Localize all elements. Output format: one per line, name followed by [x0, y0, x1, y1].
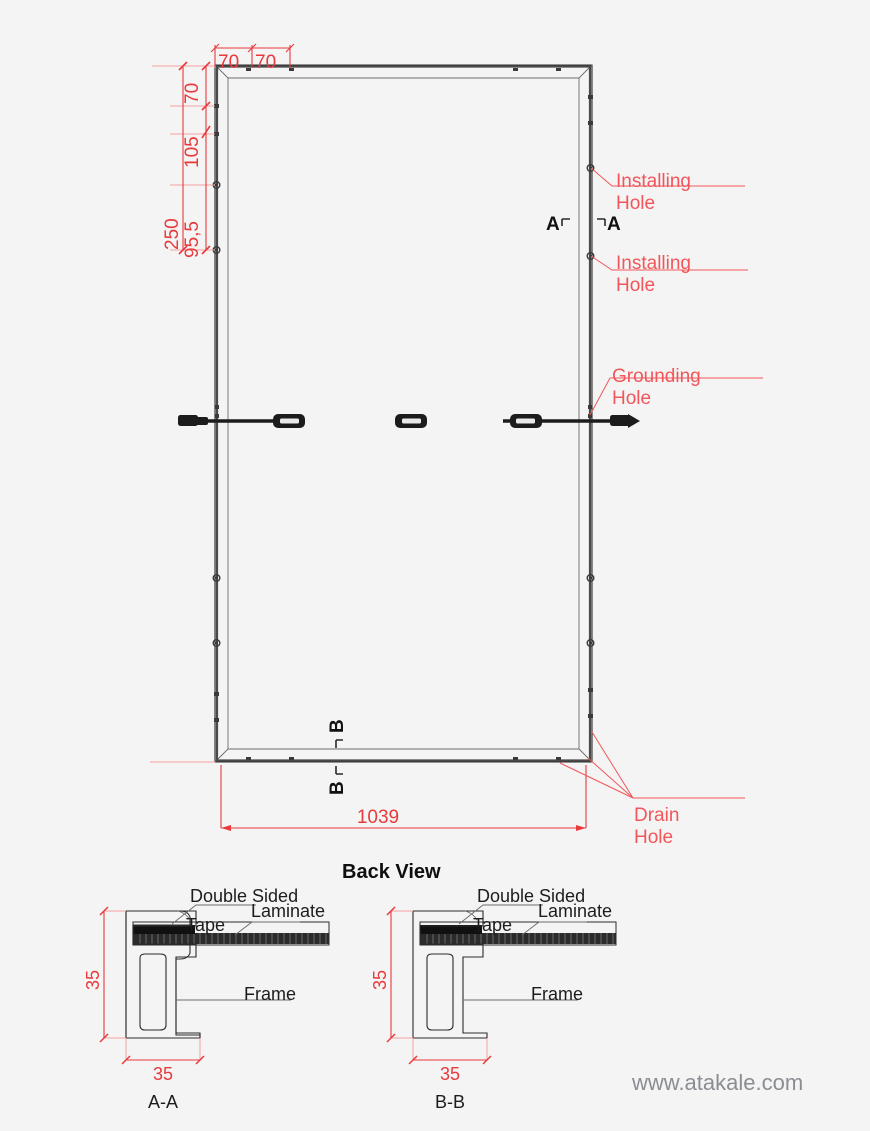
label-frame-bb: Frame [531, 984, 583, 1004]
callout-grounding-hole-line1: Grounding [612, 366, 701, 387]
left-dimension-chain: 70 105 95,5 250 [152, 61, 215, 258]
callout-drain-hole: Drain Hole [559, 731, 745, 848]
dim-width-aa-label: 35 [153, 1064, 173, 1084]
connector-right [610, 414, 640, 428]
section-mark-b-bottom: B [327, 766, 348, 795]
bottom-dimension: 1039 [150, 761, 587, 831]
back-view-title: Back View [342, 861, 441, 883]
grounding-hole [588, 405, 592, 409]
left-grounding-marks [215, 405, 219, 418]
double-sided-tape-bb [420, 925, 482, 934]
section-aa: Double Sided Tape Laminate Frame 35 35 [83, 886, 330, 1112]
frame-profile-aa-outer [125, 910, 201, 1039]
connector-left-inner [273, 414, 305, 428]
watermark-url: www.atakale.com [631, 1070, 803, 1095]
leader-laminate-bb [521, 921, 587, 936]
bottom-dim-1039-label: 1039 [357, 807, 399, 828]
callout-installing-hole-upper-line2: Hole [616, 193, 655, 214]
callout-installing-hole-lower-line1: Installing [616, 253, 691, 274]
back-view-panel: A A B B [178, 64, 640, 795]
top-dim-1-label: 70 [218, 52, 239, 73]
left-dim-70-label: 70 [182, 83, 203, 104]
section-bb-name: B-B [435, 1092, 465, 1112]
label-frame-aa: Frame [244, 984, 296, 1004]
double-sided-tape-aa [133, 925, 195, 934]
right-rail-holes [586, 95, 595, 718]
section-mark-a-left: A [546, 214, 570, 235]
section-bb: Double Sided Tape Laminate Frame 35 35 B… [370, 886, 617, 1112]
dim-width-aa: 35 [121, 1038, 205, 1084]
junction-box-cable-assembly [178, 414, 640, 428]
label-laminate-bb: Laminate [538, 901, 612, 921]
label-tape-line1-aa: Double Sided [190, 886, 298, 906]
label-tape-line2-aa: Tape [186, 915, 225, 935]
callout-grounding-hole: Grounding Hole [589, 366, 763, 416]
label-tape-line1-bb: Double Sided [477, 886, 585, 906]
leader-laminate-aa [234, 921, 300, 936]
dim-height-bb: 35 [370, 906, 413, 1043]
connector-left [178, 415, 208, 426]
leader-tape-bb [458, 904, 543, 925]
section-mark-a-right: A [597, 214, 621, 235]
label-laminate-aa: Laminate [251, 901, 325, 921]
callout-installing-hole-upper: Installing Hole [590, 167, 745, 214]
dim-height-aa-label: 35 [83, 970, 103, 990]
bottom-edge-holes [246, 757, 561, 760]
section-mark-b-top-label: B [327, 719, 348, 733]
callout-grounding-hole-line2: Hole [612, 388, 651, 409]
dim-height-bb-label: 35 [370, 970, 390, 990]
callout-installing-hole-upper-line1: Installing [616, 171, 691, 192]
label-tape-line2-bb: Tape [473, 915, 512, 935]
dim-width-bb: 35 [408, 1038, 492, 1084]
dim-width-bb-label: 35 [440, 1064, 460, 1084]
installing-hole-upper [586, 163, 595, 172]
junction-box-center [395, 414, 427, 428]
section-mark-b-top: B [327, 719, 348, 748]
top-edge-holes [246, 68, 561, 71]
dim-height-aa: 35 [83, 906, 126, 1043]
callout-installing-hole-lower: Installing Hole [590, 253, 748, 296]
left-dim-955-label: 95,5 [182, 221, 203, 258]
top-dimension-chain: 70 70 [210, 43, 295, 73]
installing-hole-lower [586, 251, 595, 260]
left-dim-250-label: 250 [162, 218, 183, 250]
section-mark-a-right-label: A [607, 214, 621, 235]
top-dim-2-label: 70 [255, 52, 276, 73]
section-mark-a-left-label: A [546, 214, 560, 235]
connector-right-inner [510, 414, 542, 428]
callout-installing-hole-lower-line2: Hole [616, 275, 655, 296]
leader-tape-aa [171, 904, 256, 925]
section-aa-name: A-A [148, 1092, 178, 1112]
callout-drain-hole-line2: Hole [634, 827, 673, 848]
section-mark-b-bottom-label: B [327, 781, 348, 795]
callout-drain-hole-line1: Drain [634, 805, 679, 826]
left-dim-105-label: 105 [182, 136, 203, 168]
